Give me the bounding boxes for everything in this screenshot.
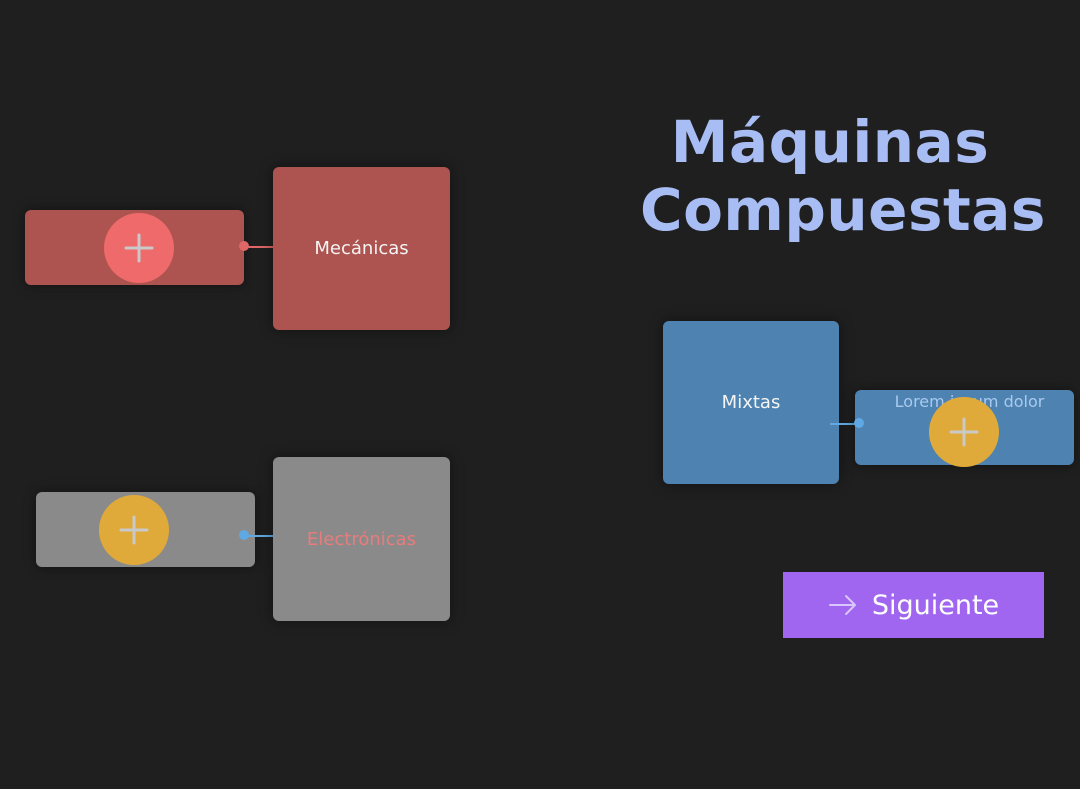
mixtas-connector-dot[interactable] (854, 418, 864, 428)
mixtas-connector (830, 423, 860, 425)
arrow-right-icon (828, 595, 856, 615)
electronicas-connector (244, 535, 274, 537)
plus-icon (124, 233, 154, 263)
mecanicas-connector-dot[interactable] (239, 241, 249, 251)
next-button[interactable]: Siguiente (783, 572, 1044, 638)
mecanicas-card-label: Mecánicas (314, 238, 409, 259)
mecanicas-connector (244, 246, 274, 248)
plus-icon (119, 515, 149, 545)
mecanicas-add-button[interactable] (104, 213, 174, 283)
page-title: Máquinas Compuestas (640, 108, 1046, 244)
electronicas-add-button[interactable] (99, 495, 169, 565)
mixtas-card-label: Mixtas (721, 392, 781, 413)
mixtas-add-button[interactable] (929, 397, 999, 467)
page-title-line-1: Máquinas (670, 108, 990, 176)
electronicas-connector-dot[interactable] (239, 530, 249, 540)
electronicas-card-label: Electrónicas (306, 528, 417, 550)
plus-icon (949, 417, 979, 447)
mecanicas-card[interactable]: Mecánicas (273, 167, 450, 330)
mixtas-card[interactable]: Mixtas (663, 321, 839, 484)
next-button-label: Siguiente (871, 589, 1000, 621)
electronicas-card[interactable]: Electrónicas (273, 457, 450, 621)
page-title-line-2: Compuestas (640, 176, 1046, 244)
